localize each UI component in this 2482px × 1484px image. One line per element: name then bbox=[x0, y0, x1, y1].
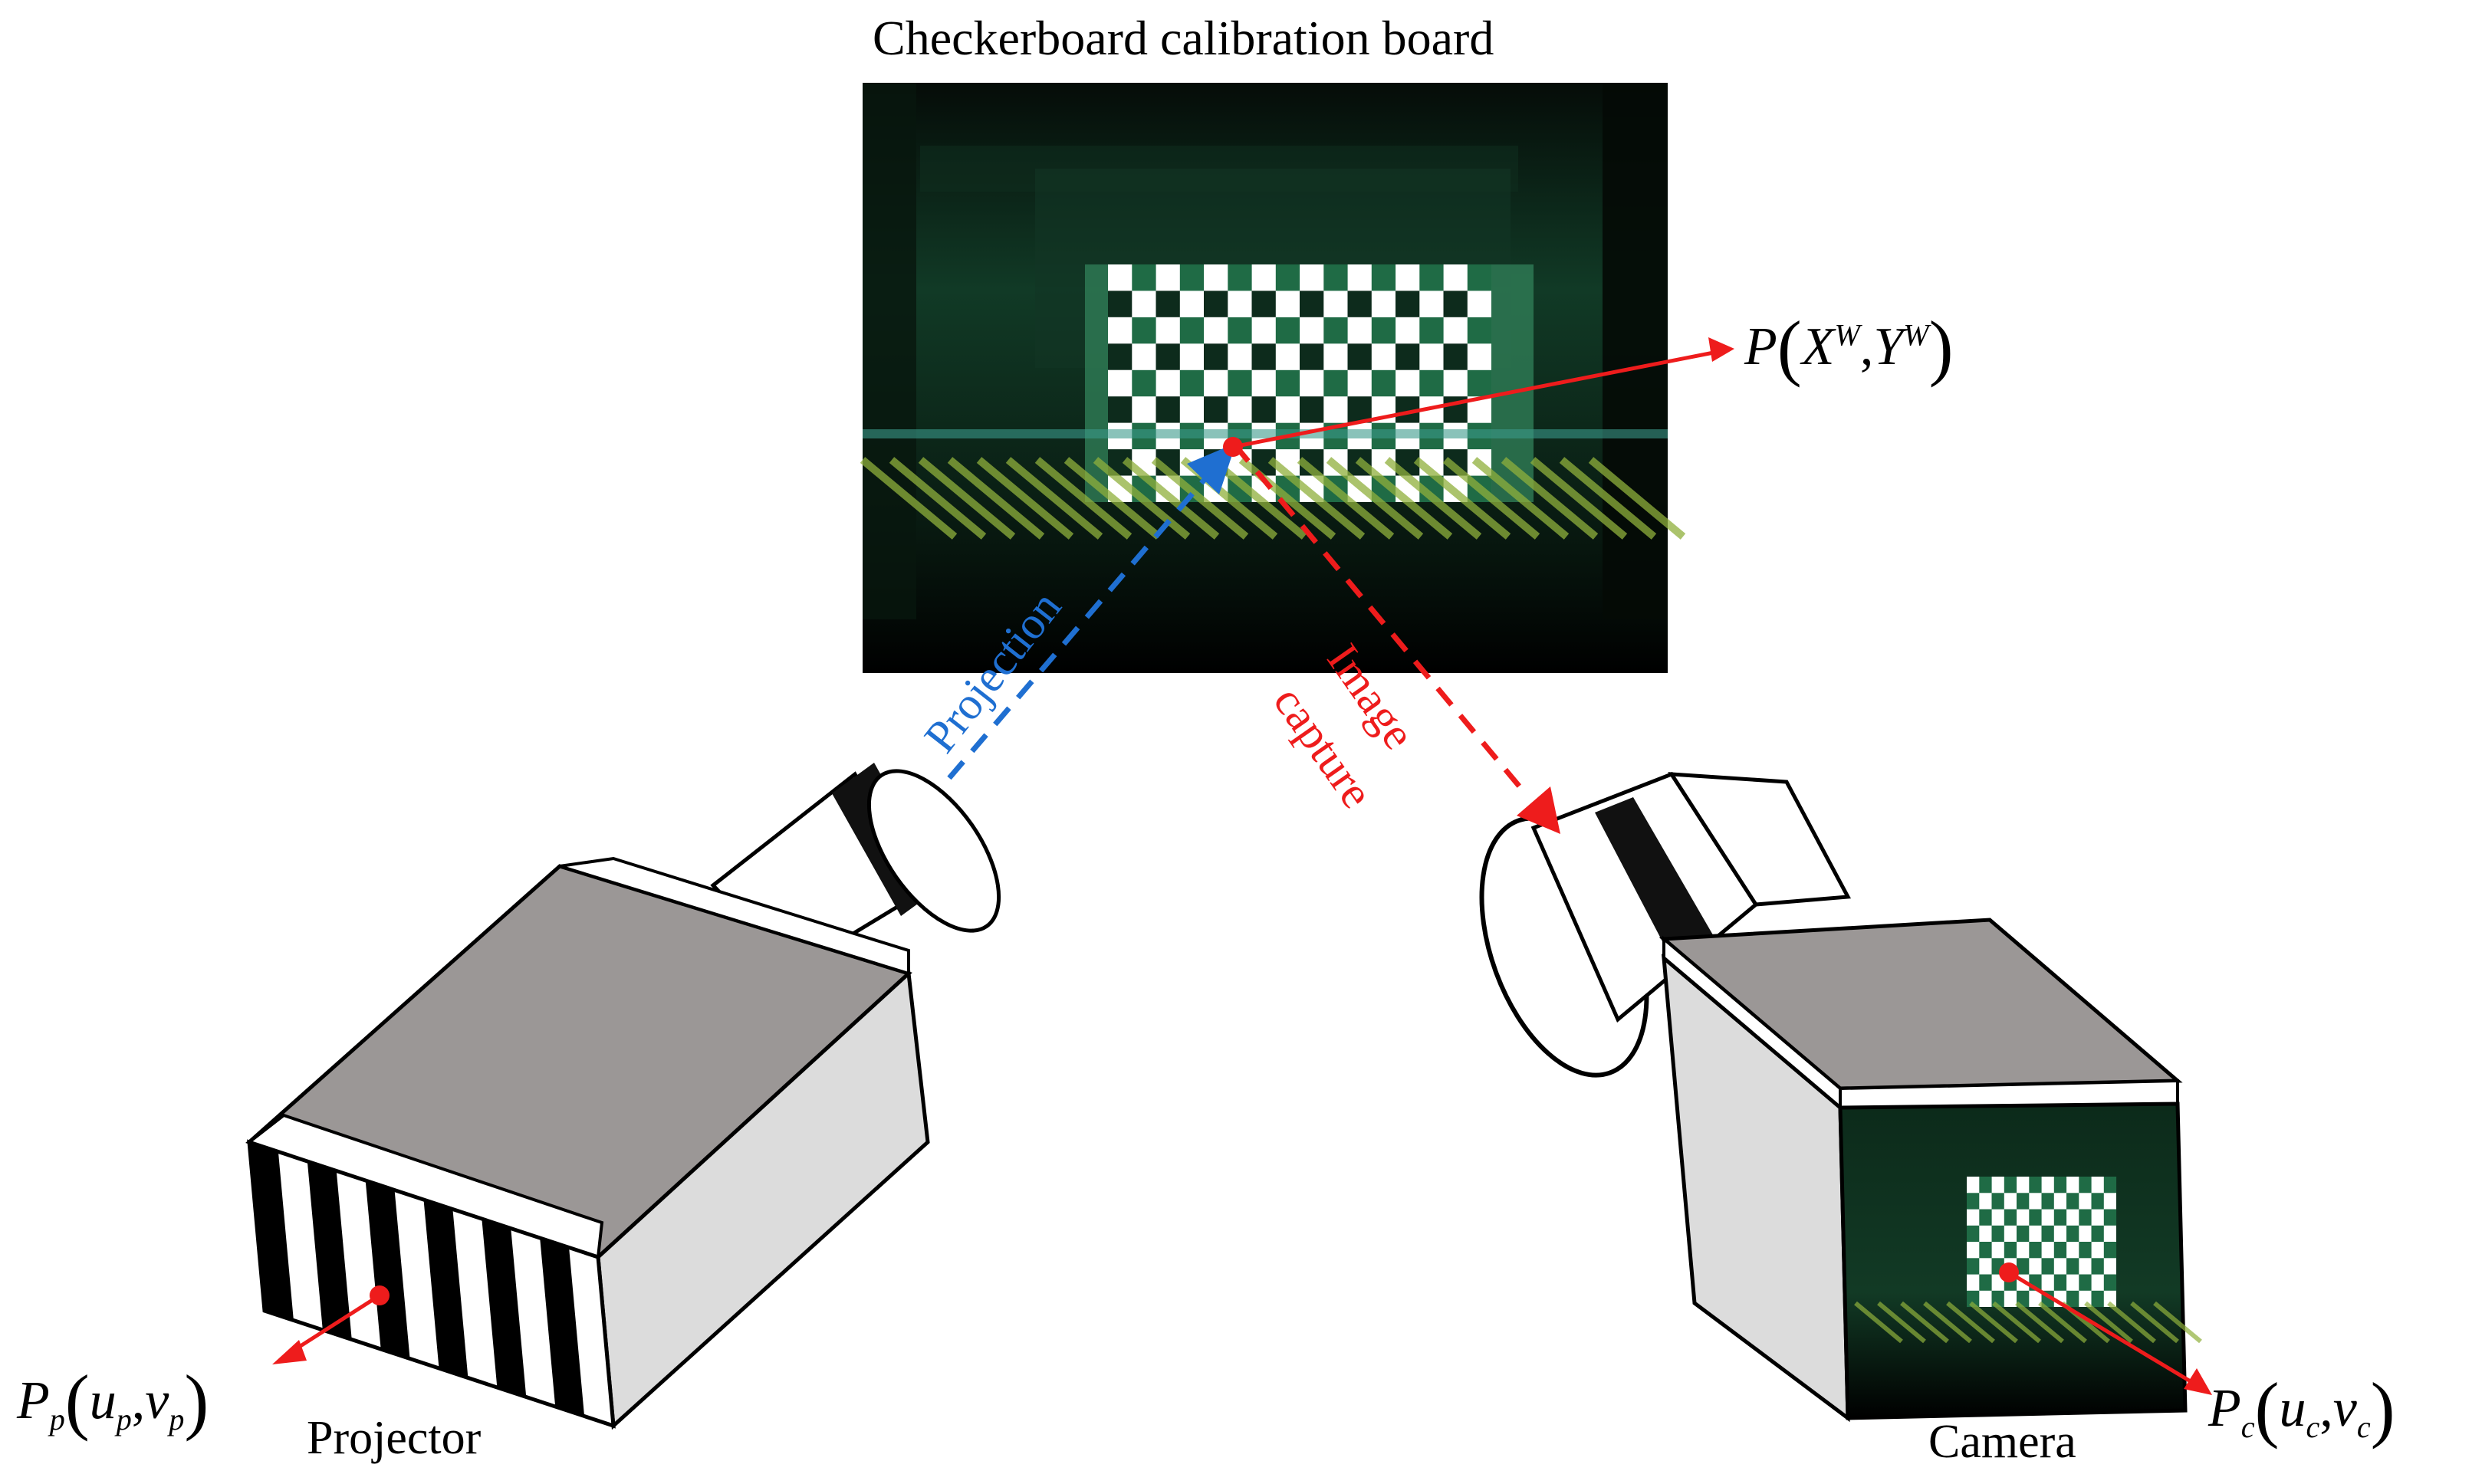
camera-point-leader bbox=[1999, 1262, 2212, 1395]
camera-label: Camera bbox=[1928, 1416, 2076, 1468]
camera-point-formula: Pc(uc,vc) bbox=[2208, 1367, 2395, 1450]
captured-checkerboard bbox=[1854, 1177, 2202, 1344]
projector-icon bbox=[245, 763, 1001, 1430]
projection-arrow bbox=[947, 443, 1236, 780]
checkerboard-photo bbox=[860, 83, 1686, 673]
fringe-pattern bbox=[249, 1142, 585, 1417]
world-point-marker bbox=[1223, 437, 1243, 457]
camera-point-marker bbox=[1999, 1262, 2019, 1282]
projector-label: Projector bbox=[307, 1412, 482, 1464]
projector-point-marker bbox=[370, 1285, 390, 1305]
diagram-title: Checkerboard calibration board bbox=[873, 11, 1494, 65]
world-point-leader bbox=[1223, 337, 1734, 457]
ground-texture bbox=[860, 429, 1686, 540]
camera-icon bbox=[1479, 771, 2202, 1423]
world-point-formula: P(XW,YW) bbox=[1744, 306, 1954, 388]
capture-arrow bbox=[1232, 442, 1560, 834]
projector-point-formula: Pp(up,vp) bbox=[17, 1360, 209, 1442]
checkerboard-pattern bbox=[1085, 264, 1534, 502]
projector-point-leader bbox=[272, 1285, 390, 1364]
